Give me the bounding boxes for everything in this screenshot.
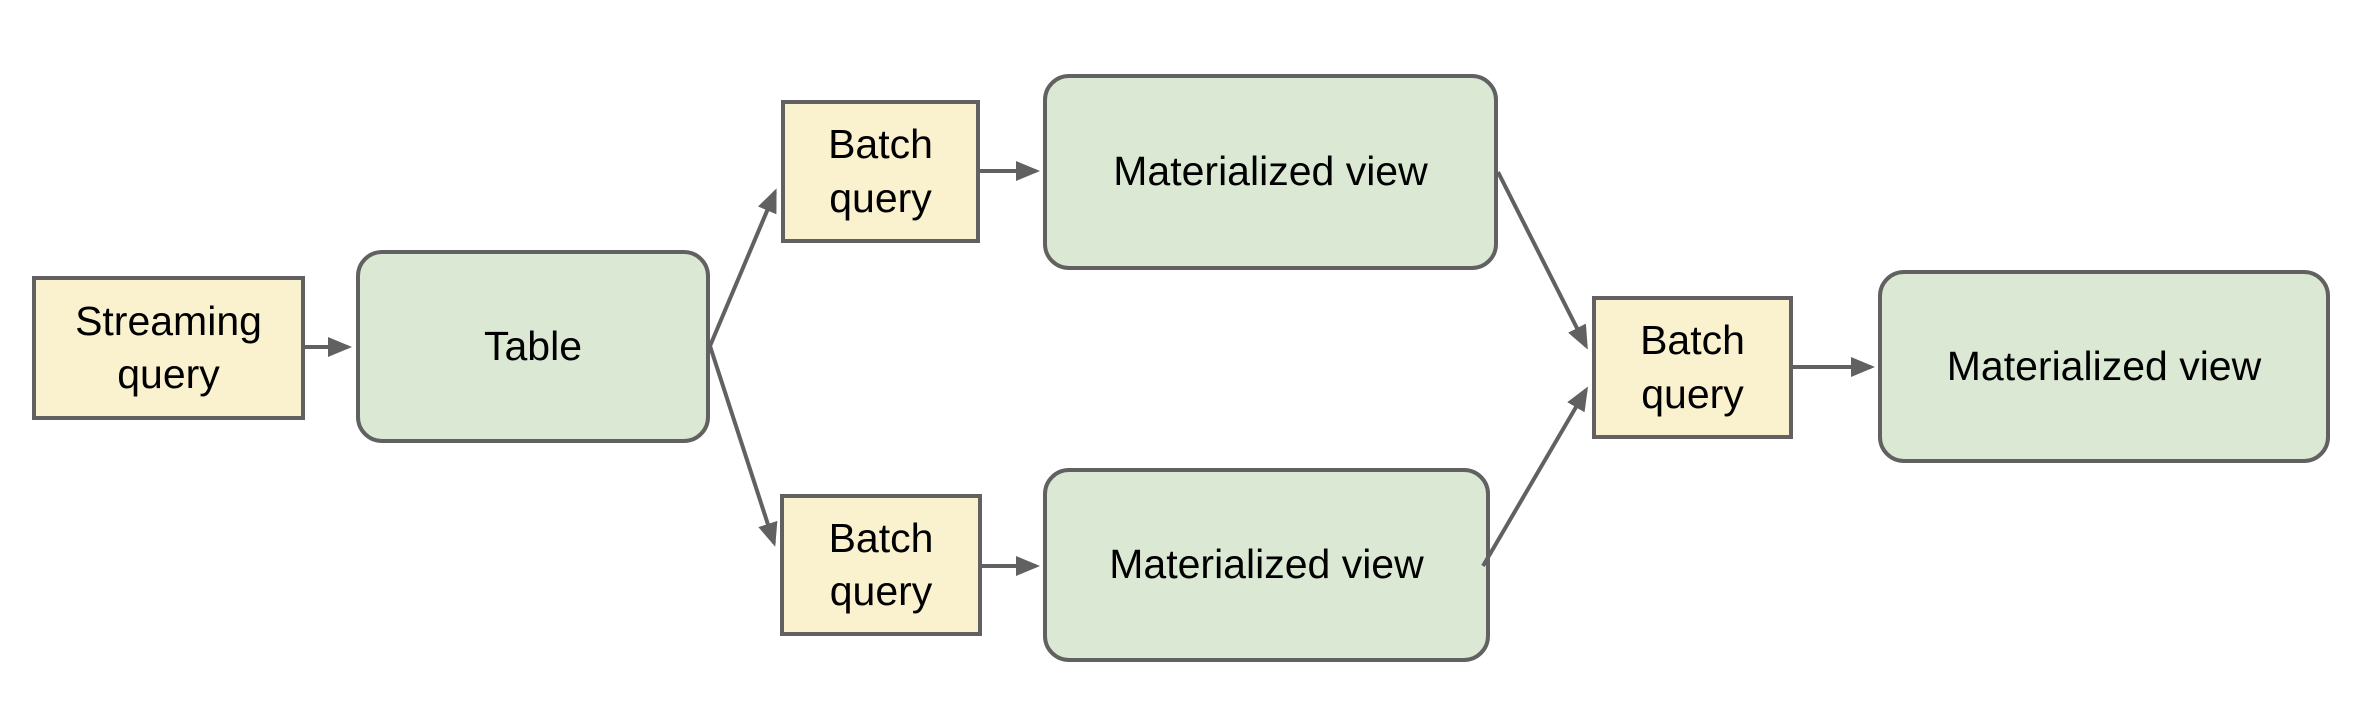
node-label: Materialized view	[1113, 148, 1428, 195]
node-batch-query-right: Batch query	[1592, 296, 1793, 439]
edge-table-to-batch-query-top	[708, 188, 777, 347]
node-materialized-view-bottom: Materialized view	[1043, 468, 1490, 662]
edge-table-to-batch-query-bottom	[708, 345, 778, 547]
node-streaming-query: Streaming query	[32, 276, 305, 420]
node-batch-query-top: Batch query	[781, 100, 980, 243]
node-table: Table	[356, 250, 710, 443]
node-label: Table	[483, 322, 582, 369]
node-label: Batch query	[1640, 317, 1745, 417]
node-label: Batch query	[828, 514, 934, 614]
node-materialized-view-top: Materialized view	[1043, 74, 1498, 270]
node-label: Batch query	[828, 121, 933, 221]
node-materialized-view-final: Materialized view	[1878, 270, 2330, 463]
edge-materialized-view-bottom-to-batch-query-right	[1481, 386, 1589, 568]
edge-materialized-view-top-to-batch-query-right	[1496, 171, 1588, 350]
node-batch-query-bottom: Batch query	[780, 494, 982, 636]
node-label: Materialized view	[1946, 342, 2262, 389]
node-label: Streaming query	[75, 297, 262, 397]
node-label: Materialized view	[1109, 541, 1424, 588]
